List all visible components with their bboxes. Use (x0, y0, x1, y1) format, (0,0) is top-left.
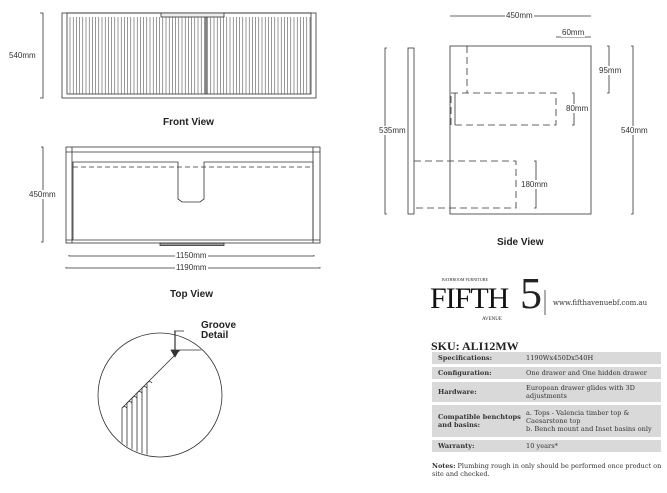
side-lower-drawer-dim: 180mm (520, 180, 549, 189)
notes-label: Notes: (432, 462, 456, 470)
spec-value: European drawer glides with 3D adjustmen… (526, 384, 635, 400)
side-depth-dim: 450mm (505, 11, 534, 20)
spec-row: Configuration: One drawer and One hidden … (432, 367, 661, 379)
logo-text: FIFTH (430, 282, 509, 315)
side-offset-dim: 60mm (561, 28, 586, 37)
spec-value: 10 years* (526, 442, 558, 450)
groove-detail-drawing (97, 330, 223, 458)
notes: Notes: Plumbing rough in only should be … (432, 462, 662, 478)
groove-profile (131, 396, 138, 456)
logo-avenue: AVENUE (482, 317, 502, 322)
notes-text: Plumbing rough in only should be perform… (432, 462, 662, 478)
side-top-dim: 95mm (598, 66, 623, 75)
top-view-drawing (41, 146, 321, 269)
spec-label: Configuration: (438, 369, 492, 377)
groove-profile (126, 401, 133, 456)
side-panel-height-dim: 535mm (378, 126, 407, 135)
spec-label: Compatible benchtops and basins: (438, 413, 521, 429)
spec-row: Compatible benchtops and basins: a. Tops … (432, 405, 661, 437)
logo-tagline: BATHROOM FURNITURE (442, 277, 488, 282)
spec-row: Specifications: 1190Wx450Dx540H (432, 352, 661, 364)
front-height-dim: 540mm (8, 51, 37, 60)
front-view-drawing (40, 12, 317, 99)
top-view-title: Top View (170, 289, 213, 300)
spec-label: Warranty: (438, 442, 475, 450)
groove-profile (141, 386, 148, 456)
top-inner-width-dim: 1150mm (175, 251, 208, 260)
logo-number: 5 (520, 269, 542, 318)
side-view-title: Side View (497, 237, 544, 248)
spec-label: Specifications: (438, 354, 493, 362)
spec-row: Warranty: 10 years* (432, 440, 661, 452)
top-overall-width-dim: 1190mm (175, 263, 208, 272)
groove-top-edge (121, 349, 221, 409)
spec-table: Specifications: 1190Wx450Dx540H Configura… (432, 352, 661, 455)
groove-profile (136, 391, 143, 456)
spec-label: Hardware: (438, 388, 477, 396)
brand-logo: BATHROOM FURNITURE FIFTH AVENUE 5 (430, 266, 544, 332)
spec-value: 1190Wx450Dx540H (526, 354, 594, 362)
spec-row: Hardware: European drawer glides with 3D … (432, 382, 661, 402)
spec-value: One drawer and One hidden drawer (526, 369, 647, 377)
groove-detail-title: Groove Detail (201, 320, 237, 341)
spec-value: a. Tops - Valencia timber top & Caesarst… (526, 409, 652, 433)
side-height-dim: 540mm (620, 126, 649, 135)
website-link[interactable]: www.fifthavenuebf.com.au (553, 299, 648, 307)
front-view-title: Front View (163, 117, 214, 128)
sku-heading: SKU: ALI12MW (431, 339, 519, 353)
side-drawer-dim: 80mm (565, 104, 590, 113)
top-depth-dim: 450mm (28, 190, 57, 199)
groove-profile (121, 406, 128, 456)
